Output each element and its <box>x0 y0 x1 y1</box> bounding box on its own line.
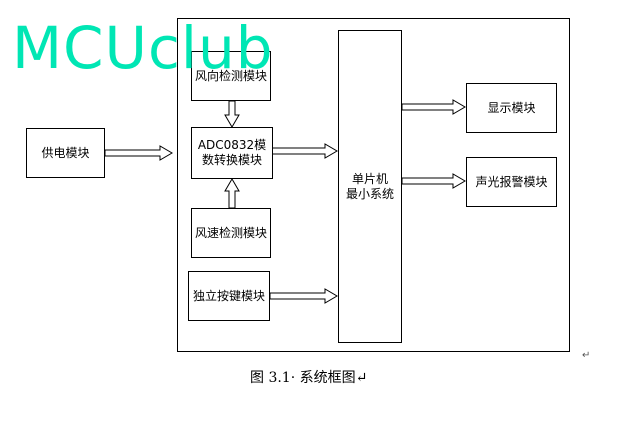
arrow-mcu-to-alarm <box>401 173 466 189</box>
mcu-system-box: 单片机 最小系统 <box>338 30 402 343</box>
key-module-box: 独立按键模块 <box>188 271 270 321</box>
paragraph-mark: ↵ <box>582 350 591 361</box>
adc-module-box: ADC0832模数转换模块 <box>191 127 273 179</box>
wind-speed-module-box: 风速检测模块 <box>191 208 271 258</box>
arrow-keys-to-mcu <box>269 288 338 304</box>
wind-direction-module-box: 风向检测模块 <box>191 51 271 101</box>
mcu-label-line2: 最小系统 <box>345 186 394 201</box>
arrow-power-to-adc <box>104 145 173 161</box>
adc-module-label: ADC0832模数转换模块 <box>197 138 267 167</box>
power-module-label: 供电模块 <box>41 145 90 160</box>
wind-speed-module-label: 风速检测模块 <box>195 225 268 240</box>
alarm-module-label: 声光报警模块 <box>475 174 548 189</box>
alarm-module-box: 声光报警模块 <box>466 157 557 207</box>
mcuclub-watermark: MCUclub <box>12 14 274 82</box>
wind-direction-module-label: 风向检测模块 <box>195 68 268 83</box>
mcu-label-line1: 单片机 <box>351 171 388 186</box>
system-frame <box>177 18 570 352</box>
figure-caption: 图 3.1· 系统框图↵ <box>250 370 368 386</box>
power-module-box: 供电模块 <box>26 128 105 178</box>
arrow-winddir-to-adc <box>224 100 240 128</box>
arrow-mcu-to-display <box>401 99 466 115</box>
arrow-adc-to-mcu <box>271 143 338 159</box>
display-module-label: 显示模块 <box>487 100 536 115</box>
display-module-box: 显示模块 <box>466 83 557 133</box>
arrow-windspeed-to-adc <box>224 178 240 209</box>
key-module-label: 独立按键模块 <box>192 288 265 303</box>
